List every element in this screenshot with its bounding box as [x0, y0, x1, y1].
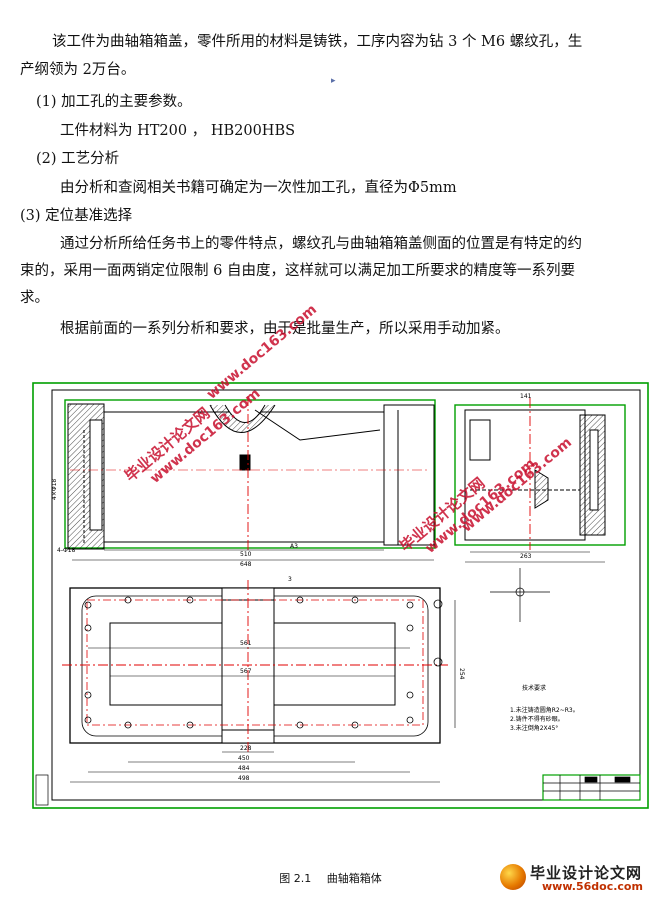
paragraph-datum-line2: 束的，采用一面两销定位限制 6 自由度，这样就可以满足加工所要求的精度等一系列要	[20, 263, 575, 279]
cursor-arrow-icon: ▸	[331, 76, 336, 86]
svg-text:4-Φ18: 4-Φ18	[57, 547, 76, 554]
crosshair-symbol	[490, 568, 550, 622]
paragraph-intro-line1: 该工件为曲轴箱箱盖，零件所用的材料是铸铁，工序内容为钻 3 个 M6 螺纹孔，生	[52, 34, 583, 50]
figure-caption: 图 2.1 曲轴箱箱体	[0, 870, 661, 886]
site-logo: 毕业设计论文网 www.56doc.com	[496, 858, 661, 898]
figure-number: 图 2.1	[279, 872, 312, 885]
dim-a3: A3	[290, 543, 298, 550]
dim-228: 228	[240, 745, 252, 752]
heading-datum-selection: (3) 定位基准选择	[20, 208, 133, 224]
drawing-inner-frame	[51, 389, 641, 801]
dim-450: 450	[238, 755, 250, 762]
note-1: 1.未注铸造圆角R2~R3。	[510, 706, 579, 714]
dim-561: 561	[240, 640, 252, 647]
dim-141: 141	[520, 393, 532, 400]
corner-mark	[35, 774, 49, 806]
front-dimensions: 510 648 A3 4×Φ18 4-Φ18	[51, 479, 434, 568]
paragraph-conclusion: 根据前面的一系列分析和要求，由于是批量生产，所以采用手动加紧。	[60, 321, 510, 337]
dim-254: 254	[458, 668, 465, 680]
paragraph-intro-line2: 产纲领为 2万台。	[20, 62, 136, 78]
dim-484: 484	[238, 765, 250, 772]
dim-263: 263	[520, 553, 532, 560]
figure-title: 曲轴箱箱体	[326, 872, 382, 885]
bolt-holes	[84, 596, 443, 729]
drawing-outer-frame	[32, 382, 649, 809]
dim-567: 567	[240, 668, 252, 675]
note-3: 3.未注倒角2X45°	[510, 724, 558, 732]
dim-3: 3	[288, 576, 292, 583]
notes-title: 技术要求	[522, 684, 546, 692]
heading-hole-parameters: (1) 加工孔的主要参数。	[36, 94, 192, 110]
top-view	[69, 587, 441, 744]
dim-648: 648	[240, 561, 252, 568]
top-dimensions	[70, 600, 456, 783]
technical-notes: 技术要求 1.未注铸造圆角R2~R3。 2.铸件不得有砂眼。 3.未注倒角2X4…	[510, 684, 579, 732]
globe-logo-icon	[500, 864, 526, 890]
logo-url: www.56doc.com	[542, 880, 643, 893]
paragraph-material: 工件材料为 HT200 ， HB200HBS	[60, 123, 296, 139]
side-view	[454, 404, 626, 546]
title-block	[542, 774, 641, 801]
dim-498: 498	[238, 775, 250, 782]
paragraph-analysis: 由分析和查阅相关书籍可确定为一次性加工孔，直径为Φ5mm	[60, 180, 457, 196]
note-2: 2.铸件不得有砂眼。	[510, 715, 564, 723]
heading-process-analysis: (2) 工艺分析	[36, 151, 120, 167]
side-dimensions: 141 263	[465, 393, 605, 563]
logo-title: 毕业设计论文网	[530, 864, 643, 882]
paragraph-datum-line3: 求。	[20, 290, 49, 306]
front-view	[64, 399, 436, 550]
svg-text:4×Φ18: 4×Φ18	[51, 479, 58, 500]
dim-510: 510	[240, 551, 252, 558]
paragraph-datum-line1: 通过分析所给任务书上的零件特点，螺纹孔与曲轴箱箱盖侧面的位置是有特定的约	[60, 236, 582, 252]
